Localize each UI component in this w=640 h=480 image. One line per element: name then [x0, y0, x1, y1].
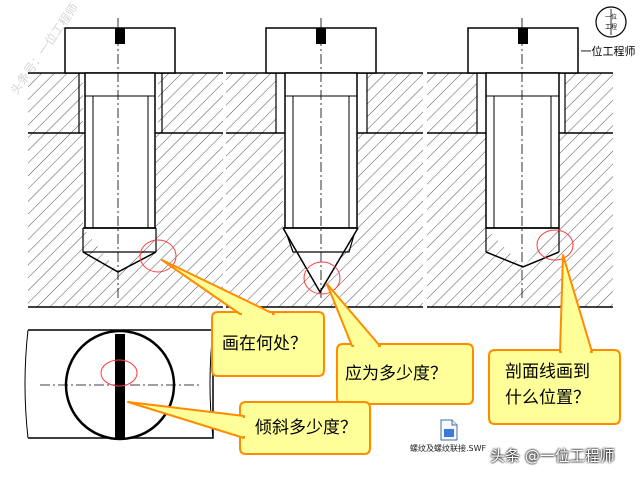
panel-1-screw-shank [84, 72, 156, 229]
svg-text:工程: 工程 [605, 23, 617, 31]
panel-2-hatch [226, 73, 423, 307]
panel-3-screw-head [467, 27, 579, 74]
svg-text:一位: 一位 [605, 13, 617, 21]
callout-section-line1: 剖面线画到 [505, 362, 590, 382]
callout-section-line2: 什么位置？ [505, 388, 590, 408]
callout-section-bubble [488, 254, 621, 425]
panel-1-highlight-circle [139, 239, 177, 273]
logo-seal: 一位 工程 [595, 6, 627, 38]
callout-angle-text: 应为多少度？ [345, 364, 447, 384]
footer-attribution: 头条 @一位工程师 [490, 447, 615, 465]
panel-3-highlight-circle [536, 229, 574, 261]
callout-angle-bubble [326, 283, 474, 405]
callout-tilt-bubble [127, 401, 371, 455]
logo-text: 一位工程师 [580, 45, 636, 58]
panel-3-tapped-hole [427, 18, 613, 308]
callout-where-text: 画在何处？ [222, 334, 307, 354]
panel-1-screw-head [64, 27, 176, 74]
file-label[interactable]: 螺纹及螺纹联接.SWF [410, 444, 487, 453]
panel-3-screw-shank [485, 72, 560, 229]
callout-where-bubble [161, 259, 325, 377]
screw-top-view [24, 329, 214, 441]
swf-file-icon[interactable] [440, 419, 458, 441]
panel-1-tapped-hole [28, 18, 223, 308]
top-view-highlight-circle [100, 359, 138, 387]
callout-tilt-text: 倾斜多少度？ [255, 418, 357, 438]
panel-2-tapped-hole [226, 18, 423, 308]
panel-2-highlight-circle [303, 261, 341, 295]
